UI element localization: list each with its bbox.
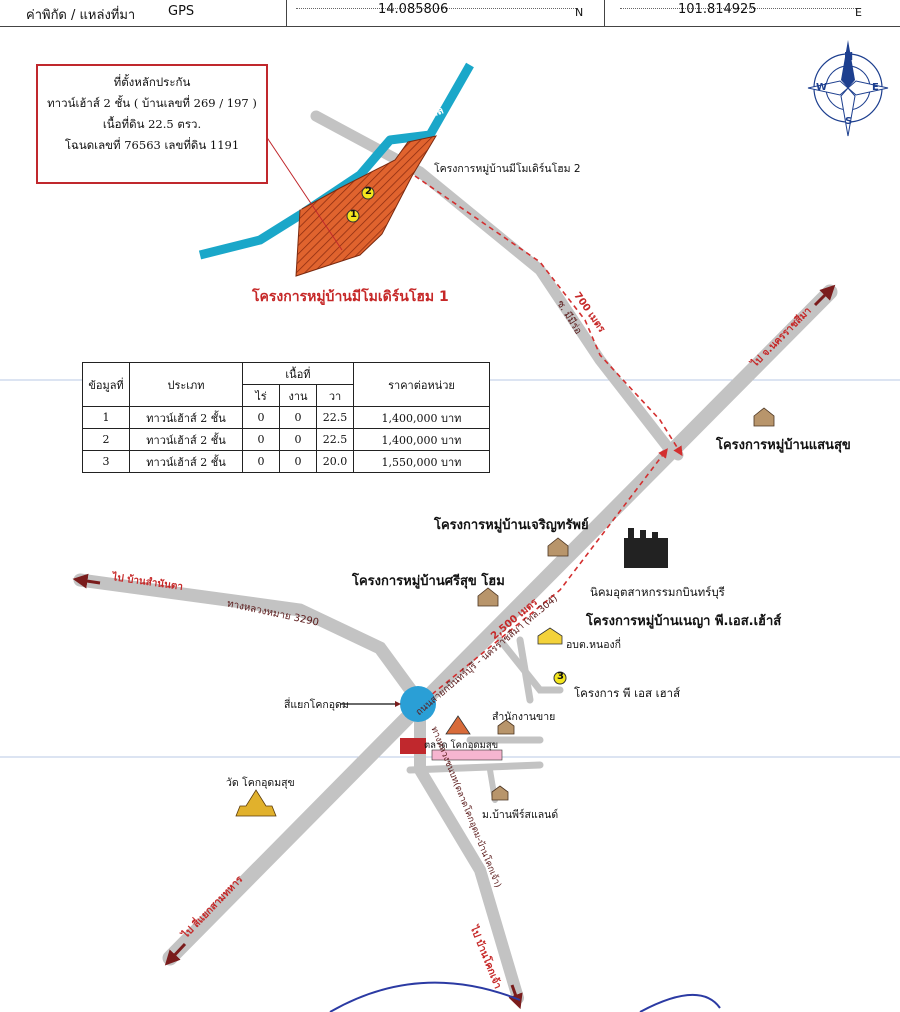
cell-type: ทาวน์เฮ้าส์ 2 ชั้น bbox=[129, 428, 243, 451]
canal bbox=[198, 62, 474, 260]
house-icon bbox=[477, 587, 499, 607]
table-row: 3 ทาวน์เฮ้าส์ 2 ชั้น 0 0 20.0 1,550,000 … bbox=[82, 450, 490, 473]
header-type: ประเภท bbox=[129, 362, 243, 407]
cell-no: 1 bbox=[82, 406, 130, 429]
temple-icon bbox=[235, 789, 277, 817]
cell-wa: 20.0 bbox=[316, 450, 354, 473]
obt-label: อบต.หนองกี่ bbox=[566, 639, 622, 651]
project-2-label: โครงการหมู่บ้านมีโมเดิร์นโฮม 2 bbox=[434, 163, 581, 175]
project-1-label: โครงการหมู่บ้านมีโมเดิร์นโฮม 1 bbox=[252, 289, 449, 305]
charoensap-label: โครงการหมู่บ้านเจริญทรัพย์ bbox=[434, 518, 589, 533]
gps-source: GPS bbox=[168, 4, 195, 19]
info-line-deed: โฉนดเลขที่ 76563 เลขที่ดิน 1191 bbox=[64, 138, 240, 152]
gps-label: ค่าพิกัด / แหล่งที่มา bbox=[26, 8, 136, 23]
header-area: เนื้อที่ bbox=[242, 362, 354, 385]
marker-1 bbox=[346, 209, 360, 223]
longitude-value: 101.814925 bbox=[678, 2, 757, 17]
latitude-unit: N bbox=[575, 6, 584, 19]
compass-s-label: S bbox=[845, 116, 853, 127]
side-road bbox=[516, 636, 534, 704]
divider bbox=[286, 0, 287, 26]
cell-wa: 22.5 bbox=[316, 406, 354, 429]
cell-no: 2 bbox=[82, 428, 130, 451]
latitude-value: 14.085806 bbox=[378, 2, 449, 17]
header-price: ราคาต่อหน่วย bbox=[353, 362, 490, 407]
side-road bbox=[496, 636, 564, 694]
industrial-label: นิคมอุตสาหกรรมกบินทร์บุรี bbox=[590, 585, 725, 599]
cell-rai: 0 bbox=[242, 406, 280, 429]
header-wa: วา bbox=[316, 384, 354, 407]
shop-logo-icon bbox=[400, 738, 426, 754]
dotted-line bbox=[296, 8, 576, 9]
comparables-table: ข้อมูลที่ ประเภท เนื้อที่ ราคาต่อหน่วย ไ… bbox=[82, 362, 490, 473]
side-road bbox=[406, 761, 544, 774]
route-2500m bbox=[424, 448, 668, 701]
info-line-title: ที่ตั้งหลักประกัน bbox=[113, 75, 191, 89]
house-icon bbox=[491, 785, 509, 801]
market-icon bbox=[445, 715, 471, 735]
compass-n-label: N bbox=[844, 50, 854, 63]
table-row: 2 ทาวน์เฮ้าส์ 2 ชั้น 0 0 22.5 1,400,000 … bbox=[82, 428, 490, 451]
factory-icon bbox=[624, 528, 668, 568]
cell-price: 1,400,000 บาท bbox=[353, 428, 490, 451]
collateral-info-box: ที่ตั้งหลักประกัน ทาวน์เฮ้าส์ 2 ชั้น ( บ… bbox=[36, 64, 268, 184]
marker-3-label: 3 bbox=[557, 671, 564, 682]
highway-3290 bbox=[73, 573, 425, 707]
arrow-to-southwest bbox=[164, 942, 187, 966]
cell-type: ทาวน์เฮ้าส์ 2 ชั้น bbox=[129, 450, 243, 473]
house-icons bbox=[477, 407, 775, 801]
cell-rai: 0 bbox=[242, 428, 280, 451]
pointer-line bbox=[253, 117, 343, 251]
roads bbox=[73, 110, 838, 1004]
temple-label: วัด โคกอุดมสุข bbox=[226, 777, 295, 789]
government-office-icon bbox=[537, 627, 563, 645]
market-building bbox=[431, 749, 503, 761]
ps-house-label: โครงการ พี เอส เฮาส์ bbox=[574, 686, 681, 700]
info-line-type: ทาวน์เฮ้าส์ 2 ชั้น ( บ้านเลขที่ 269 / 19… bbox=[47, 96, 257, 110]
signature-scribble bbox=[329, 981, 721, 1012]
arrow-to-samnanta bbox=[72, 573, 101, 589]
header-rai: ไร่ bbox=[242, 384, 280, 407]
divider bbox=[604, 0, 605, 26]
header-no: ข้อมูลที่ bbox=[82, 362, 130, 407]
market-label: ตลาด โคกอุดมสุข bbox=[424, 740, 499, 751]
srisuk-label: โครงการหมู่บ้านศรีสุข โฮม bbox=[352, 574, 505, 589]
cell-price: 1,400,000 บาท bbox=[353, 406, 490, 429]
house-icon bbox=[497, 719, 515, 735]
cell-price: 1,550,000 บาท bbox=[353, 450, 490, 473]
subject-plot bbox=[295, 135, 438, 277]
house-icon bbox=[753, 407, 775, 427]
gps-header: ค่าพิกัด / แหล่งที่มา GPS 14.085806 N 10… bbox=[0, 0, 900, 27]
cell-wa: 22.5 bbox=[316, 428, 354, 451]
nenya-label: โครงการหมู่บ้านเนญา พี.เอส.เฮ้าส์ bbox=[586, 614, 782, 629]
compass-e-label: E bbox=[872, 82, 879, 93]
paris-land-label: ม.บ้านพีร์สแลนด์ bbox=[482, 809, 559, 821]
marker-2 bbox=[361, 186, 375, 200]
house-icon bbox=[547, 537, 569, 557]
saensuk-label: โครงการหมู่บ้านแสนสุข bbox=[716, 438, 851, 453]
dotted-line bbox=[620, 8, 856, 9]
longitude-unit: E bbox=[855, 6, 862, 19]
cell-rai: 0 bbox=[242, 450, 280, 473]
cell-ngan: 0 bbox=[279, 450, 317, 473]
header-ngan: งาน bbox=[279, 384, 317, 407]
cell-type: ทาวน์เฮ้าส์ 2 ชั้น bbox=[129, 406, 243, 429]
route-700m bbox=[414, 175, 683, 457]
compass-w-label: W bbox=[816, 82, 828, 93]
table-row: 1 ทาวน์เฮ้าส์ 2 ชั้น 0 0 22.5 1,400,000 … bbox=[82, 406, 490, 429]
junction-circle bbox=[400, 686, 436, 722]
marker-2-label: 2 bbox=[365, 186, 372, 197]
cell-no: 3 bbox=[82, 450, 130, 473]
compass-rose bbox=[807, 40, 889, 137]
arrow-to-korat bbox=[813, 284, 836, 307]
junction-label: สี่แยกโคกอุดม bbox=[284, 699, 349, 711]
info-line-area: เนื้อที่ดิน 22.5 ตรว. bbox=[102, 117, 202, 131]
land-office-label: สำนักงานขาย bbox=[492, 711, 556, 723]
marker-3 bbox=[553, 671, 567, 685]
cell-ngan: 0 bbox=[279, 428, 317, 451]
cell-ngan: 0 bbox=[279, 406, 317, 429]
marker-1-label: 1 bbox=[350, 209, 357, 220]
